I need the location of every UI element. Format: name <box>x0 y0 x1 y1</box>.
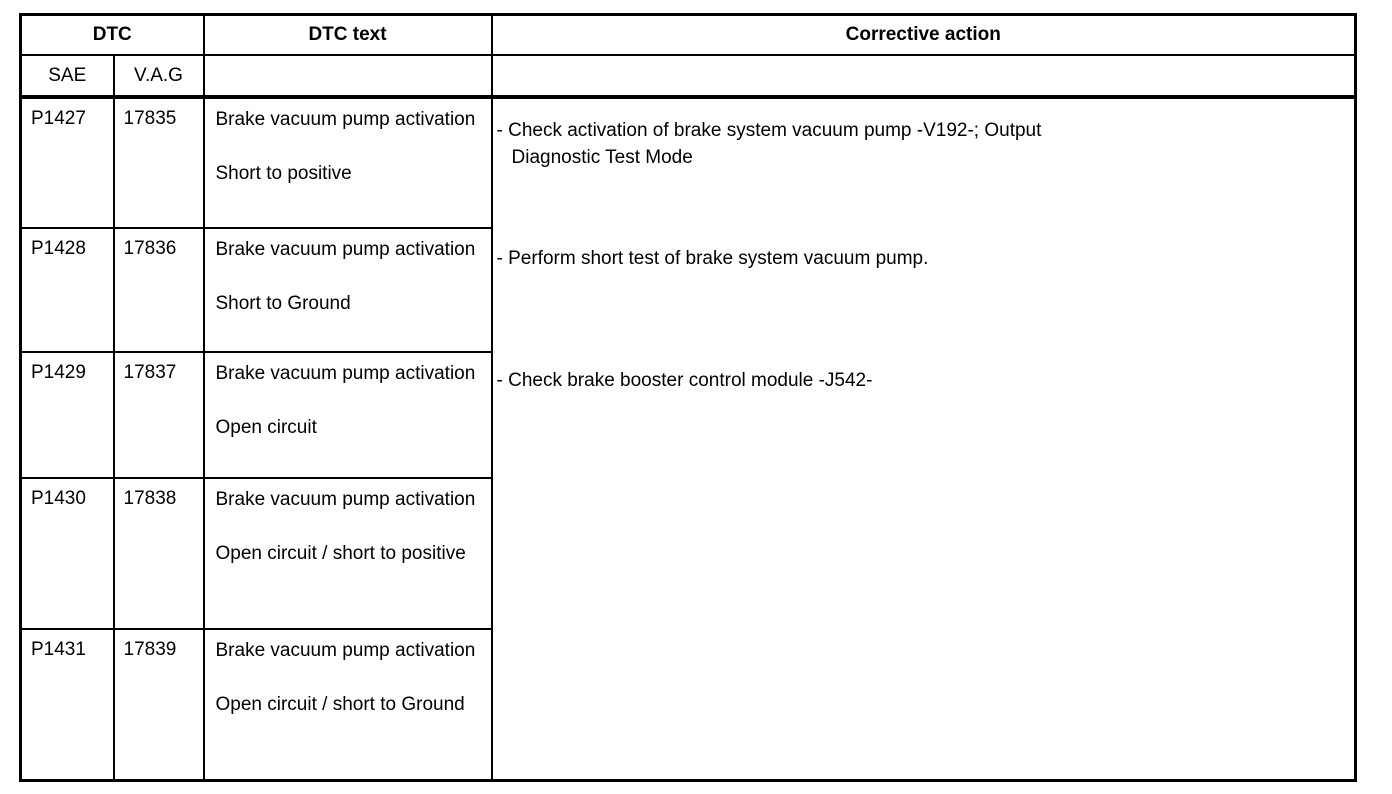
vag-code-cell: 17839 <box>112 627 205 782</box>
dtc-text-cell: Brake vacuum pump activation Short to Gr… <box>202 226 493 353</box>
dtc-text-cell: Brake vacuum pump activation Short to po… <box>202 95 493 229</box>
table-row: P1431 17839 Brake vacuum pump activation… <box>19 627 1356 782</box>
dtc-text-cell: Brake vacuum pump activation Open circui… <box>202 476 493 630</box>
vag-code-cell: 17835 <box>112 95 205 229</box>
corrective-action-item: - Check activation of brake system vacuu… <box>496 119 1042 168</box>
dtc-fault-type: Open circuit / short to positive <box>215 542 466 564</box>
column-header-corrective-action: Corrective action <box>490 13 1357 56</box>
vag-code-cell: 17838 <box>112 476 205 630</box>
dtc-table: DTC DTC text Corrective action SAE V.A.G… <box>19 13 1357 782</box>
dtc-fault-type: Short to Ground <box>215 292 351 314</box>
column-header-dtc-text: DTC text <box>202 13 493 56</box>
column-subheader-sae: SAE <box>19 53 115 99</box>
table-subheader-row: SAE V.A.G <box>19 53 1357 99</box>
subheader-empty-corrective <box>490 53 1357 99</box>
vag-code-cell: 17837 <box>112 350 205 479</box>
subheader-empty-dtc-text <box>202 53 493 99</box>
column-header-dtc: DTC <box>19 13 205 56</box>
sae-code-cell: P1431 <box>19 627 115 782</box>
table-row: P1427 17835 Brake vacuum pump activation… <box>19 95 1357 782</box>
corrective-action-item: - Check brake booster control module -J5… <box>496 369 873 391</box>
corrective-action-cell: - Check activation of brake system vacuu… <box>490 95 1357 782</box>
sae-code-cell: P1429 <box>19 350 115 479</box>
dtc-text-cell: Brake vacuum pump activation Open circui… <box>202 350 493 479</box>
corrective-action-item: - Perform short test of brake system vac… <box>496 247 929 269</box>
sae-code-cell: P1428 <box>19 226 115 353</box>
dtc-fault-type: Open circuit <box>215 416 317 438</box>
table-row: P1429 17837 Brake vacuum pump activation… <box>19 350 1356 479</box>
vag-code-cell: 17836 <box>112 226 205 353</box>
column-subheader-vag: V.A.G <box>112 53 205 99</box>
dtc-description: Brake vacuum pump activation <box>215 238 476 260</box>
dtc-fault-type: Short to positive <box>215 162 352 184</box>
dtc-text-cell: Brake vacuum pump activation Open circui… <box>202 627 493 782</box>
dtc-fault-type: Open circuit / short to Ground <box>215 693 465 715</box>
sae-code-cell: P1430 <box>19 476 115 630</box>
dtc-description: Brake vacuum pump activation <box>215 108 476 130</box>
dtc-description: Brake vacuum pump activation <box>215 362 476 384</box>
dtc-description: Brake vacuum pump activation <box>215 639 476 661</box>
dtc-description: Brake vacuum pump activation <box>215 488 476 510</box>
table-row: P1428 17836 Brake vacuum pump activation… <box>19 226 1356 353</box>
table-row: P1430 17838 Brake vacuum pump activation… <box>19 476 1356 630</box>
sae-code-cell: P1427 <box>19 95 115 229</box>
table-header-row: DTC DTC text Corrective action <box>19 13 1357 56</box>
